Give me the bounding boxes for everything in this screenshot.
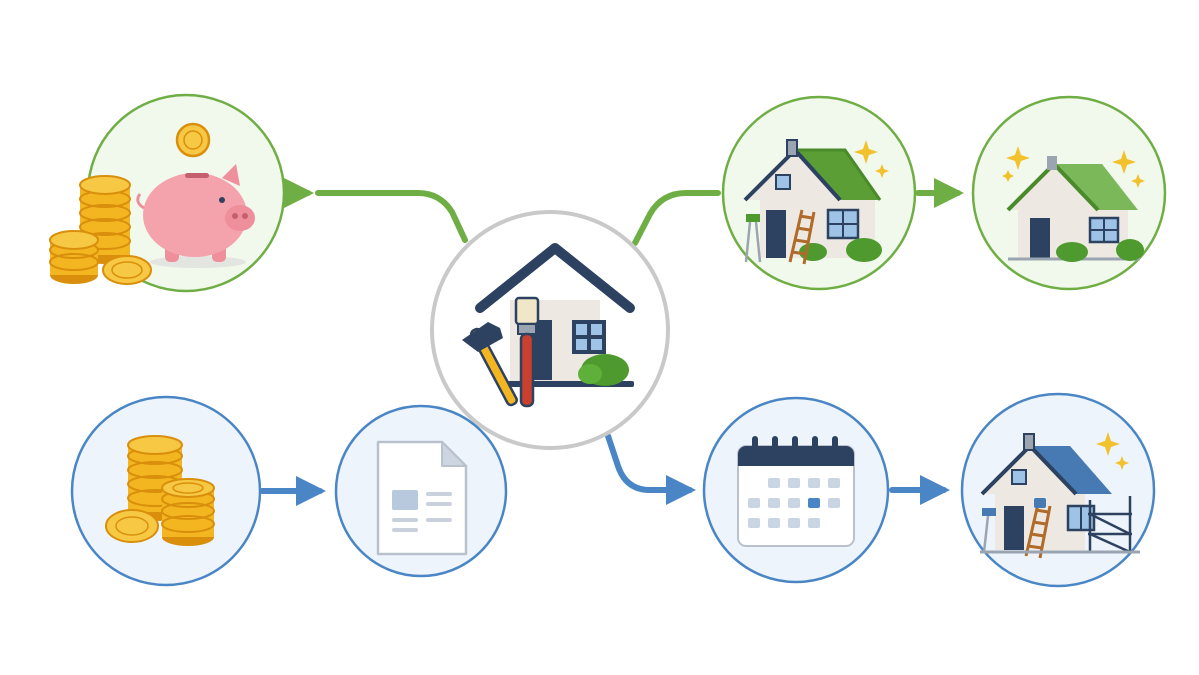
- house-tools-icon: [462, 243, 635, 408]
- scaffold-icon: [1088, 496, 1132, 554]
- connectors: [259, 178, 964, 506]
- green-house-sparkle-icon: [1002, 146, 1145, 262]
- coin-stacks-icon: [105, 435, 215, 546]
- sparkle-icon: [1131, 174, 1145, 188]
- sparkle-icon: [1112, 150, 1136, 174]
- ladder-icon: [1024, 503, 1052, 559]
- hammer-icon: [462, 322, 518, 407]
- edge-renovation-to-green-renovation: [632, 190, 721, 246]
- green-house-ladder-icon: [743, 139, 889, 265]
- ladder-icon: [788, 209, 816, 265]
- sparkle-icon: [875, 164, 889, 178]
- sparkle-icon: [1006, 146, 1030, 170]
- sparkle-icon: [1096, 432, 1120, 456]
- calendar-icon: [737, 436, 855, 547]
- sparkle-icon: [854, 140, 878, 164]
- sparkle-icon: [1115, 456, 1129, 470]
- edge-renovation-to-schedule: [605, 433, 696, 505]
- piggy-bank: [136, 164, 255, 268]
- calendar-rings: [752, 436, 838, 452]
- sparkle-icon: [1002, 170, 1014, 182]
- blue-house-scaffold-icon: [980, 432, 1140, 559]
- paint-brush-icon: [514, 296, 540, 408]
- edge-savings-to-renovation: [315, 190, 468, 243]
- document-icon: [376, 440, 468, 556]
- coin-stack-short: [49, 230, 99, 284]
- piggy-bank-coins-icon: [49, 122, 255, 285]
- coin-stack-right: [161, 478, 215, 546]
- calendar-days: [748, 478, 840, 528]
